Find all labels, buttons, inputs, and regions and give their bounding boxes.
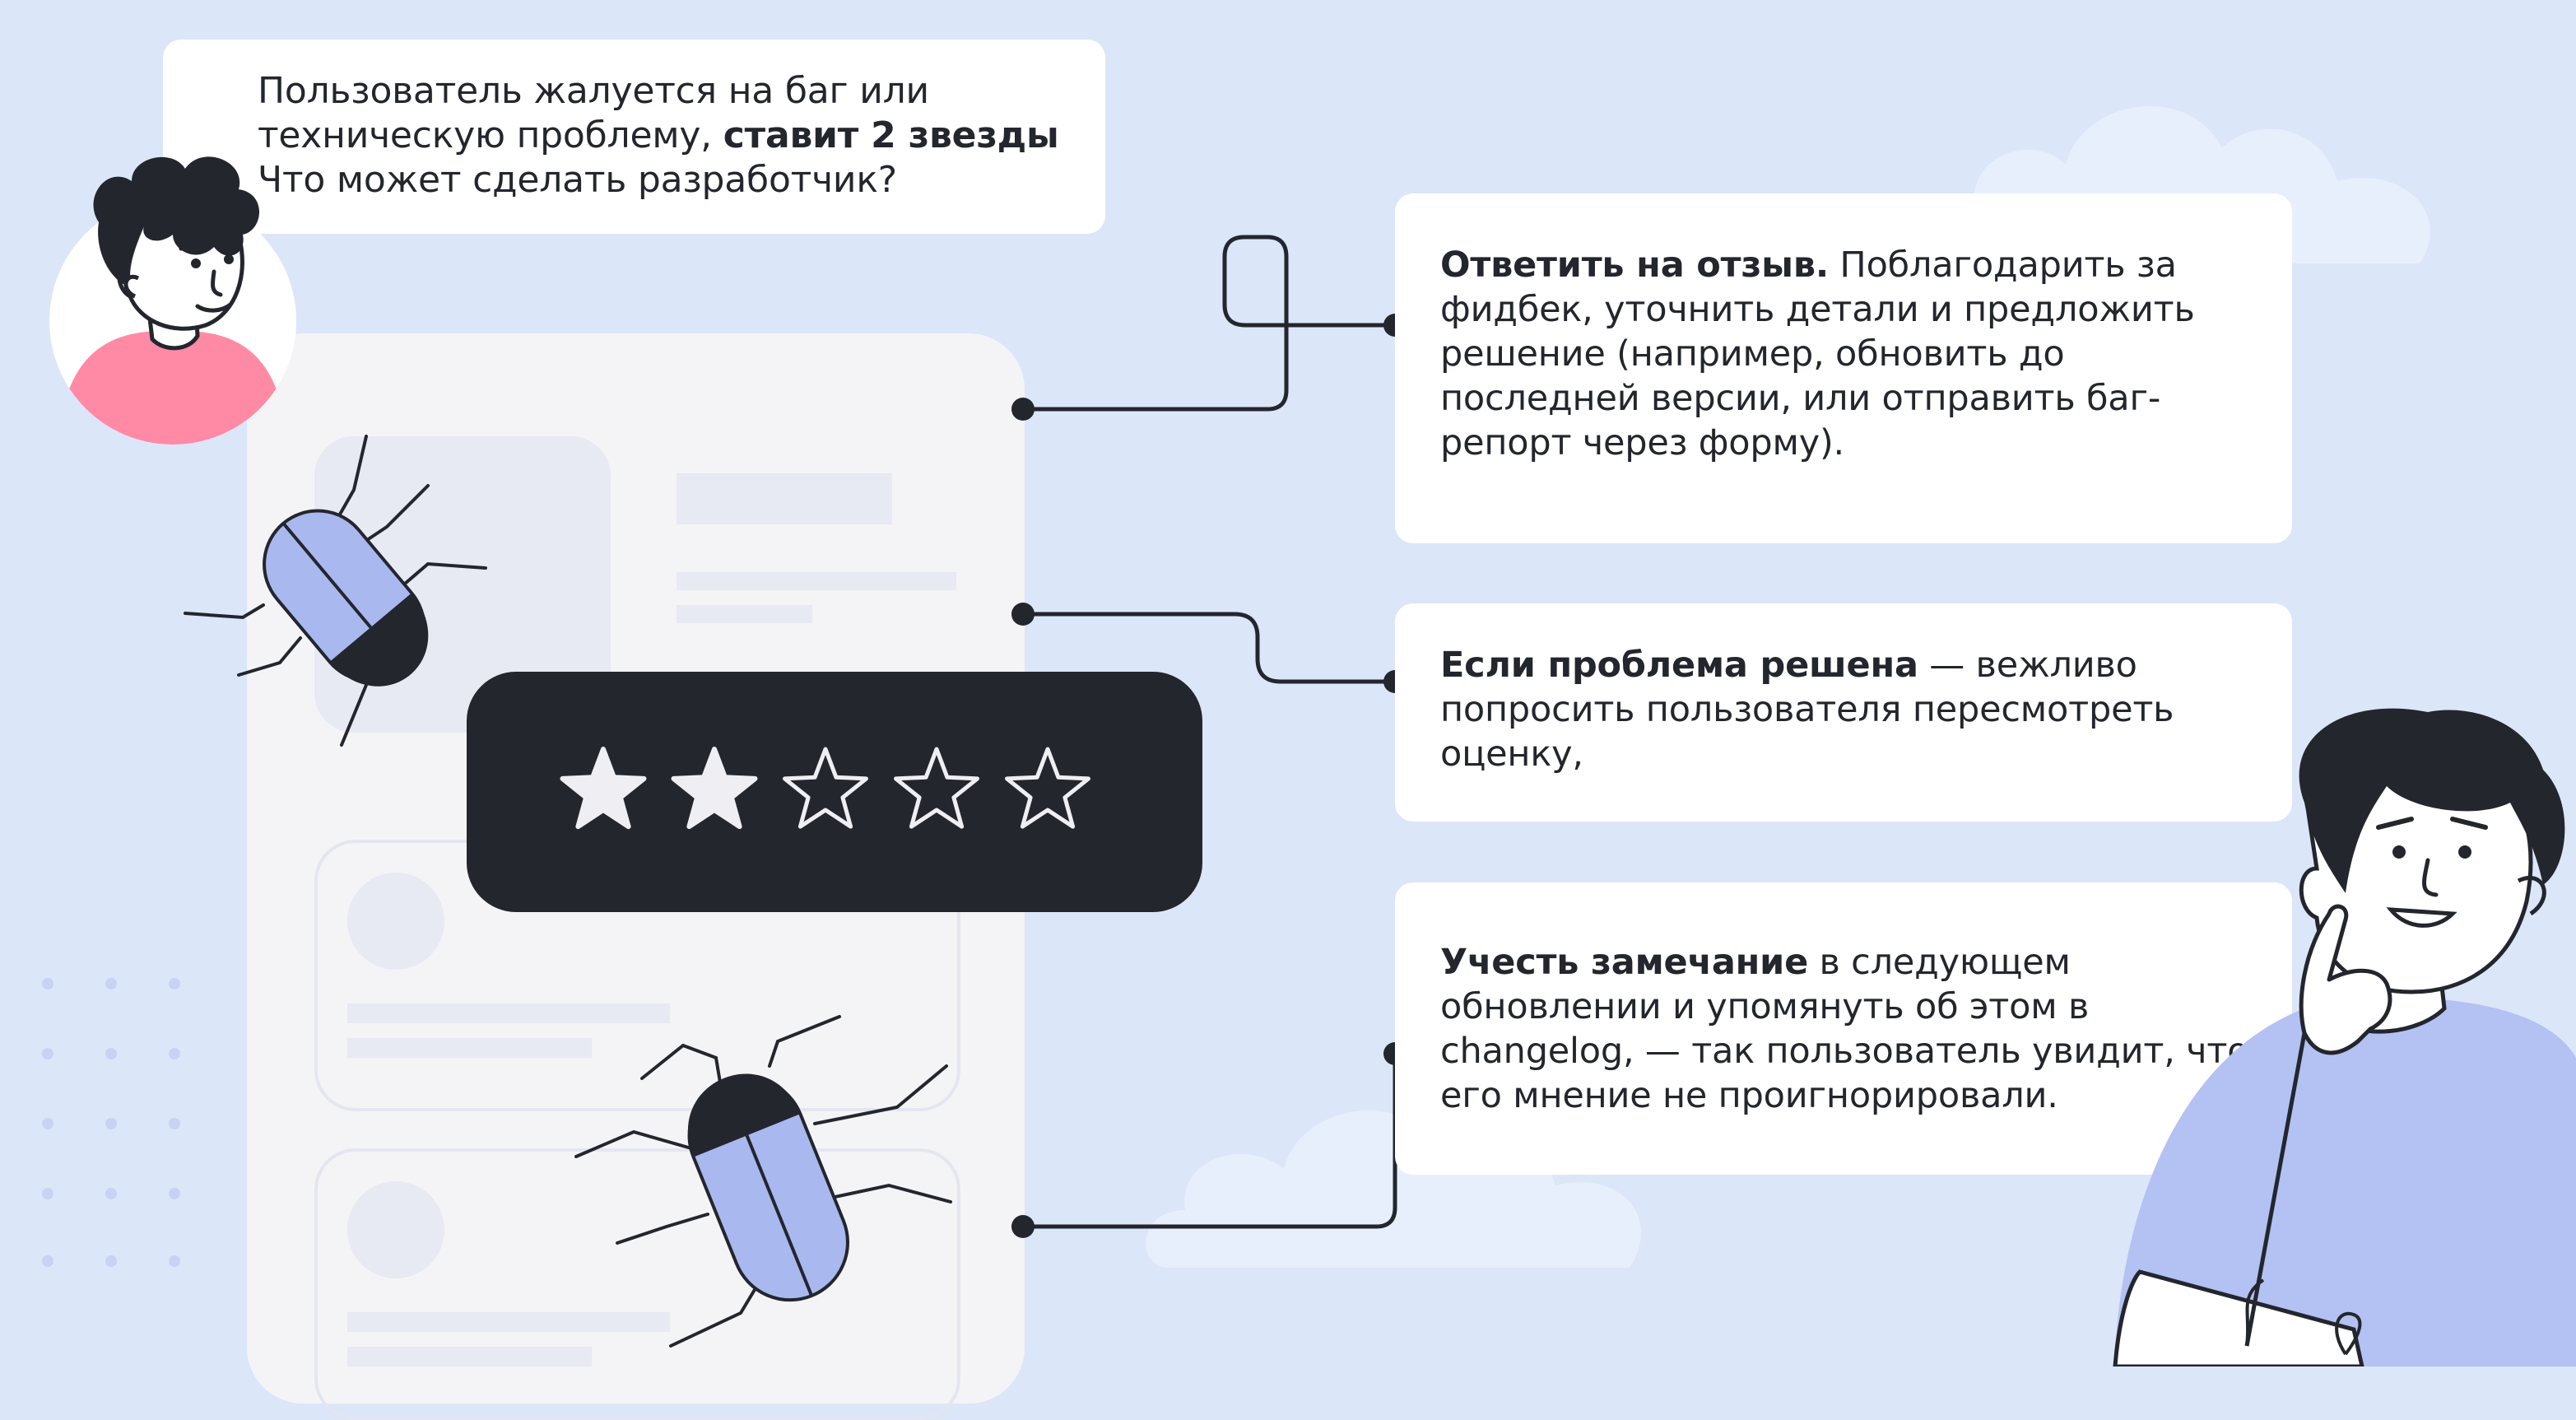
star-empty-icon xyxy=(783,747,868,829)
text-line-placeholder xyxy=(347,1312,670,1332)
card-3-title: Учесть замечание xyxy=(1440,942,1809,983)
bug-icon xyxy=(574,1015,952,1348)
card-reply: Ответить на отзыв. Поблагодарить за фидб… xyxy=(1395,193,2292,543)
avatar-placeholder xyxy=(347,873,444,970)
star-rating xyxy=(467,672,1202,912)
connector-dot xyxy=(1011,398,1035,421)
question-line-1: Пользователь жалуется на баг или xyxy=(258,70,929,112)
text-line-placeholder xyxy=(677,605,812,623)
card-3-text: Учесть замечание в следующем обновлении … xyxy=(1440,940,2251,1118)
text-line-placeholder xyxy=(347,1003,670,1023)
star-filled-icon xyxy=(671,747,758,830)
question-bubble: Пользователь жалуется на баг или техниче… xyxy=(163,40,1105,234)
star-empty-icon xyxy=(1005,747,1090,829)
user-avatar xyxy=(49,156,296,445)
bug-icon xyxy=(184,435,487,747)
question-emphasis: ставит 2 звезды xyxy=(723,114,1059,156)
question-text: Пользователь жалуется на баг или техниче… xyxy=(258,69,1105,203)
question-line-3: Что может сделать разработчик? xyxy=(258,159,897,201)
connector-2 xyxy=(1021,612,1397,684)
question-line-2: техническую проблему, ставит 2 звезды xyxy=(258,114,1059,156)
card-1-body: Поблагодарить за фидбек, уточнить детали… xyxy=(1440,244,2195,463)
connector-dot xyxy=(1011,603,1035,626)
connector-lines xyxy=(1011,235,1407,1238)
text-line-placeholder xyxy=(347,1038,592,1058)
card-2-title: Если проблема решена xyxy=(1440,645,1918,686)
card-1-text: Ответить на отзыв. Поблагодарить за фидб… xyxy=(1440,243,2251,465)
star-filled-icon xyxy=(560,747,647,830)
card-resolved: Если проблема решена — вежливо попросить… xyxy=(1395,603,2292,822)
title-placeholder xyxy=(677,473,892,524)
dot-grid xyxy=(42,978,180,1267)
text-line-placeholder xyxy=(677,572,956,590)
review-item xyxy=(314,1148,960,1420)
card-2-body: — вежливо попросить пользователя пересмо… xyxy=(1440,645,2174,775)
connector-dot xyxy=(1011,1215,1035,1238)
card-1-title: Ответить на отзыв. xyxy=(1440,244,1829,286)
card-3-body: в следующем обновлении и упомянуть об эт… xyxy=(1440,942,2249,1116)
text-line-placeholder xyxy=(347,1347,592,1366)
card-changelog: Учесть замечание в следующем обновлении … xyxy=(1395,882,2292,1175)
star-empty-icon xyxy=(894,747,979,829)
connector-1 xyxy=(1021,235,1397,412)
developer-character xyxy=(2113,708,2576,1366)
avatar-placeholder xyxy=(347,1181,444,1278)
stars-row xyxy=(560,747,1090,830)
card-2-text: Если проблема решена — вежливо попросить… xyxy=(1440,643,2251,776)
connector-3 xyxy=(1021,1051,1397,1229)
